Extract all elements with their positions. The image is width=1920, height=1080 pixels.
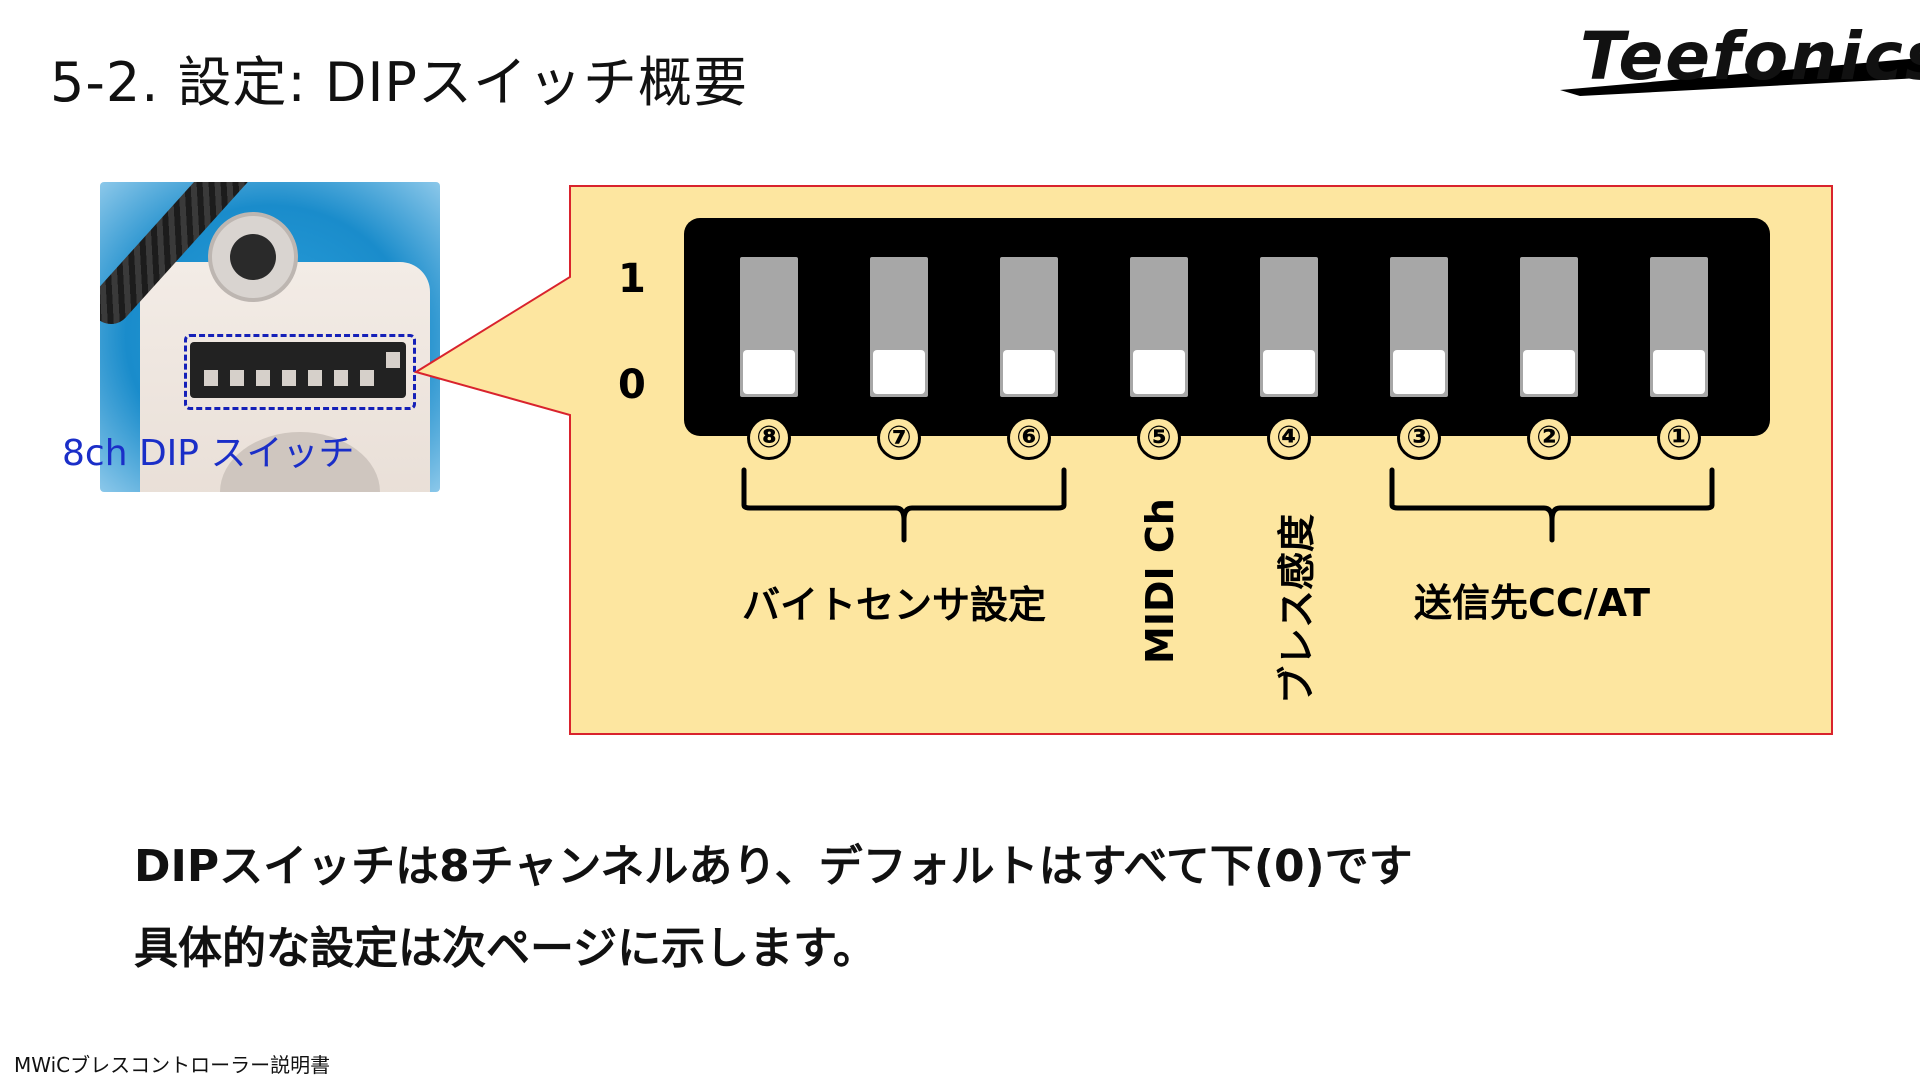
footer-text: MWiCブレスコントローラー説明書 bbox=[14, 1053, 331, 1077]
dip-photo-caption: 8ch DIP スイッチ bbox=[62, 433, 355, 474]
switch-number-4: ④ bbox=[1267, 416, 1311, 460]
level-1-label: 1 bbox=[618, 256, 646, 302]
brace-destination bbox=[1389, 467, 1715, 543]
level-0-label: 0 bbox=[618, 362, 646, 408]
switch-7[interactable] bbox=[870, 257, 928, 397]
switch-number-2: ② bbox=[1527, 416, 1571, 460]
brace-byte-sensor bbox=[741, 467, 1067, 543]
switch-3[interactable] bbox=[1390, 257, 1448, 397]
switch-number-5: ⑤ bbox=[1137, 416, 1181, 460]
group-label-destination: 送信先CC/AT bbox=[1414, 581, 1651, 625]
switch-8[interactable] bbox=[740, 257, 798, 397]
body-text-line-1: DIPスイッチは8チャンネルあり、デフォルトはすべて下(0)です bbox=[134, 841, 1413, 892]
switch-6[interactable] bbox=[1000, 257, 1058, 397]
body-text-line-2: 具体的な設定は次ページに示します。 bbox=[134, 923, 877, 974]
switch-number-3: ③ bbox=[1397, 416, 1441, 460]
switch-number-1: ① bbox=[1657, 416, 1701, 460]
dip-switch-body bbox=[684, 218, 1770, 436]
page-title: 5-2. 設定: DIPスイッチ概要 bbox=[50, 51, 748, 114]
switch-knob bbox=[743, 350, 795, 394]
switch-knob bbox=[1653, 350, 1705, 394]
group-label-breath-sensitivity: ブレス感度 bbox=[1275, 513, 1319, 704]
cable-grommet bbox=[208, 212, 298, 302]
switch-number-8: ⑧ bbox=[747, 416, 791, 460]
group-label-byte-sensor: バイトセンサ設定 bbox=[742, 583, 1047, 627]
device-photo bbox=[100, 182, 440, 492]
switch-knob bbox=[1523, 350, 1575, 394]
switch-knob bbox=[1003, 350, 1055, 394]
switch-knob bbox=[1263, 350, 1315, 394]
switch-1[interactable] bbox=[1650, 257, 1708, 397]
switch-2[interactable] bbox=[1520, 257, 1578, 397]
group-label-midi-ch: MIDI Ch bbox=[1138, 498, 1182, 664]
switch-knob bbox=[1393, 350, 1445, 394]
logo-text: Teefonics bbox=[1580, 18, 1920, 95]
switch-4[interactable] bbox=[1260, 257, 1318, 397]
teefonics-logo: Teefonics bbox=[1560, 18, 1920, 96]
switch-number-6: ⑥ bbox=[1007, 416, 1051, 460]
switch-knob bbox=[873, 350, 925, 394]
switch-5[interactable] bbox=[1130, 257, 1188, 397]
switch-knob bbox=[1133, 350, 1185, 394]
dip-switch-mini bbox=[190, 342, 406, 398]
switch-number-7: ⑦ bbox=[877, 416, 921, 460]
